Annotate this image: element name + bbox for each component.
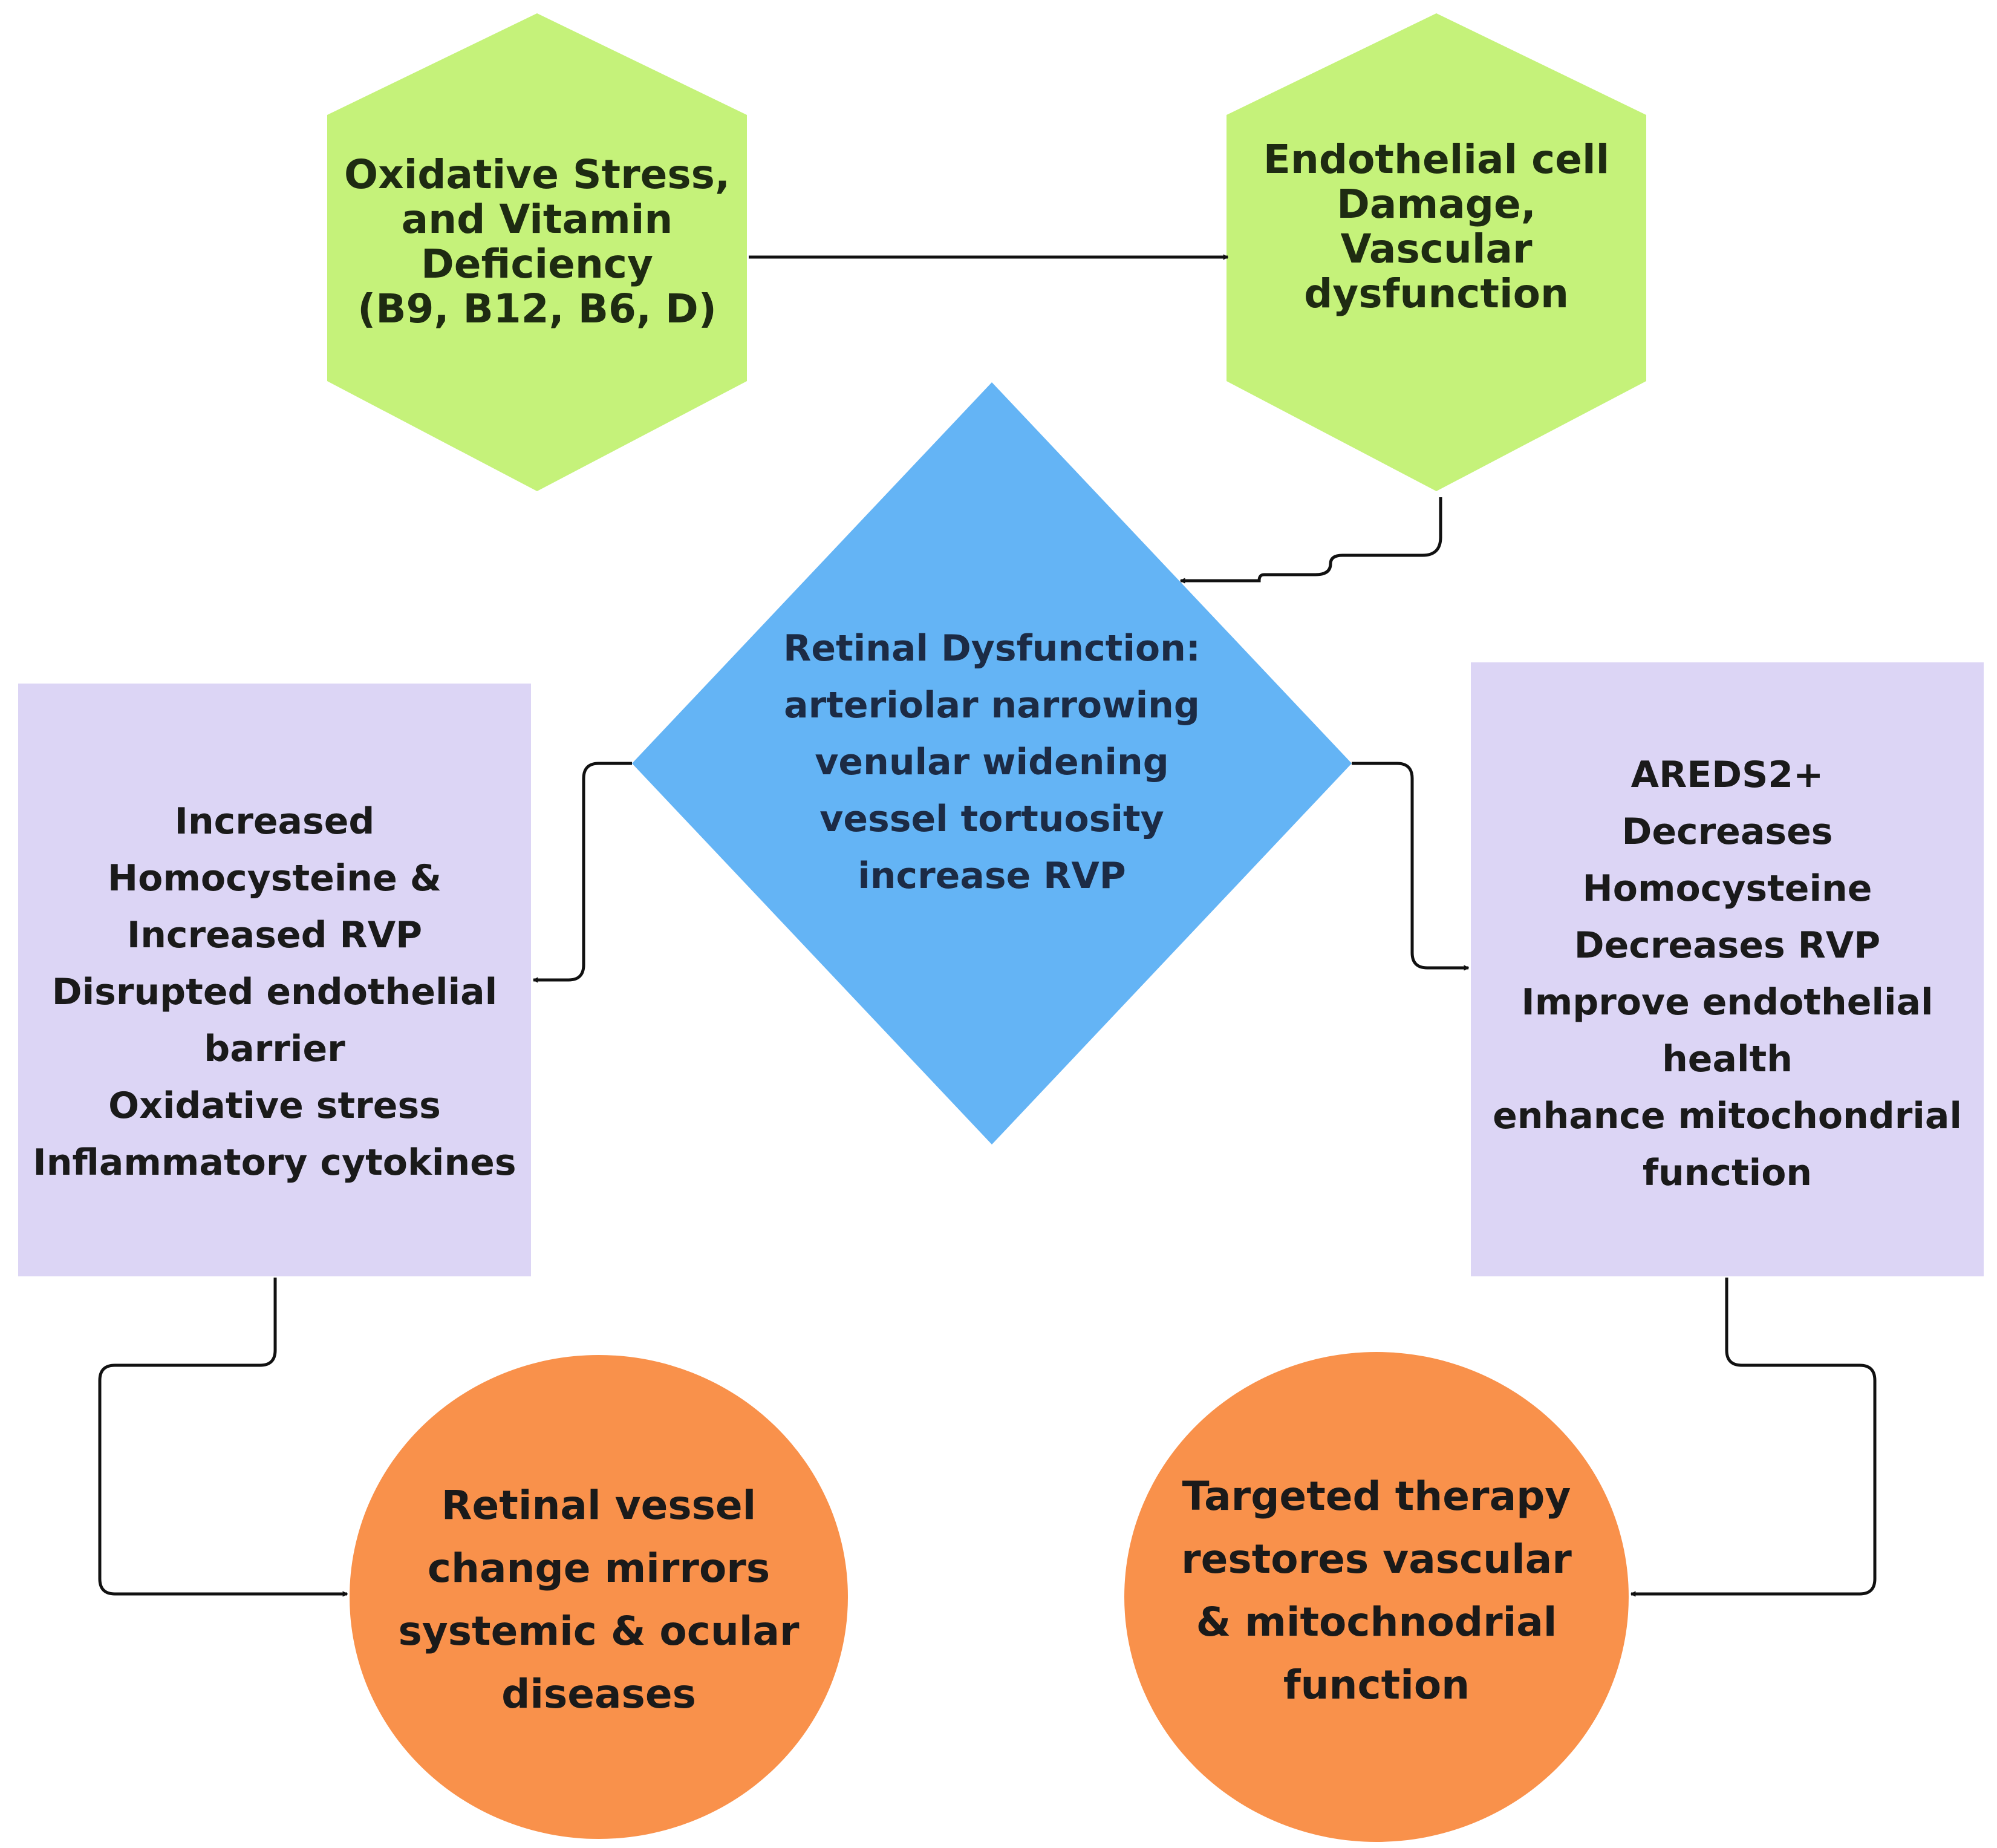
oxidative-stress-line: Oxidative Stress, <box>344 151 731 198</box>
areds2-effects-line: enhance mitochondrial <box>1493 1095 1962 1137</box>
targeted-therapy-line: & mitochnodrial <box>1196 1599 1557 1645</box>
areds2-effects-box <box>1471 662 1984 1276</box>
areds2-effects-line: Homocysteine <box>1582 867 1872 910</box>
connector-endothelial-to-retinal <box>1181 497 1442 581</box>
endothelial-damage-line: dysfunction <box>1304 270 1569 317</box>
homocysteine-effects-label: Increased Homocysteine & Increased RVP D… <box>18 780 531 1204</box>
homocysteine-effects-box <box>18 684 531 1276</box>
homocysteine-effects-line: Homocysteine & <box>107 857 442 900</box>
connector-retinal-to-homocysteine <box>533 762 632 980</box>
endothelial-damage-line: Vascular <box>1340 226 1533 272</box>
endothelial-damage-label: Endothelial cell Damage, Vascular dysfun… <box>1227 115 1646 357</box>
endothelial-damage-line: Endothelial cell <box>1263 136 1610 183</box>
targeted-therapy-line: function <box>1283 1662 1470 1708</box>
areds2-effects-line: Decreases RVP <box>1574 924 1881 967</box>
homocysteine-effects-line: barrier <box>204 1028 345 1070</box>
areds2-effects-line: Decreases <box>1621 811 1833 853</box>
retinal-dysfunction-line: arteriolar narrowing <box>784 684 1200 726</box>
retinal-dysfunction-line: vessel tortuosity <box>819 798 1164 840</box>
retinal-dysfunction-diamond <box>632 382 1352 1144</box>
homocysteine-effects-line: Increased <box>174 800 375 843</box>
homocysteine-effects-line: Increased RVP <box>126 914 423 956</box>
areds2-effects-line: function <box>1642 1152 1813 1194</box>
retinal-vessel-change-line: Retinal vessel <box>441 1482 757 1529</box>
areds2-effects-line: AREDS2+ <box>1631 754 1824 796</box>
targeted-therapy-line: restores vascular <box>1181 1536 1572 1582</box>
oxidative-stress-line: and Vitamin <box>401 196 673 243</box>
connector-homocysteine-to-vessel-change <box>98 1278 347 1594</box>
oxidative-stress-label: Oxidative Stress, and Vitamin Deficiency… <box>327 115 747 381</box>
retinal-vessel-change-circle <box>350 1355 848 1839</box>
targeted-therapy-circle <box>1124 1352 1629 1842</box>
retinal-dysfunction-line: Retinal Dysfunction: <box>783 627 1200 670</box>
retinal-dysfunction-line: venular widening <box>815 741 1169 783</box>
retinal-vessel-change-label: Retinal vessel change mirrors systemic &… <box>363 1446 835 1748</box>
targeted-therapy-line: Targeted therapy <box>1182 1473 1571 1520</box>
retinal-vessel-change-line: change mirrors <box>427 1545 770 1592</box>
areds2-effects-label: AREDS2+ Decreases Homocysteine Decreases… <box>1471 738 1984 1210</box>
areds2-effects-line: health <box>1662 1038 1793 1080</box>
oxidative-stress-line: Deficiency <box>420 241 654 287</box>
retinal-vessel-change-line: systemic & ocular <box>398 1608 800 1654</box>
retinal-vessel-change-line: diseases <box>501 1671 696 1717</box>
connector-retinal-to-areds2 <box>1352 762 1468 968</box>
homocysteine-effects-line: Oxidative stress <box>108 1085 441 1127</box>
areds2-effects-line: Improve endothelial <box>1521 981 1933 1024</box>
endothelial-damage-line: Damage, <box>1337 181 1536 227</box>
oxidative-stress-line: (B9, B12, B6, D) <box>357 286 717 332</box>
retinal-dysfunction-label: Retinal Dysfunction: arteriolar narrowin… <box>735 605 1249 919</box>
endothelial-damage-hexagon <box>1227 13 1646 491</box>
oxidative-stress-hexagon <box>327 13 747 491</box>
homocysteine-effects-line: Disrupted endothelial <box>51 971 498 1013</box>
targeted-therapy-label: Targeted therapy restores vascular & mit… <box>1141 1440 1612 1742</box>
retinal-dysfunction-line: increase RVP <box>858 855 1126 897</box>
homocysteine-effects-line: Inflammatory cytokines <box>33 1141 516 1184</box>
connector-areds2-to-therapy <box>1631 1278 1877 1594</box>
